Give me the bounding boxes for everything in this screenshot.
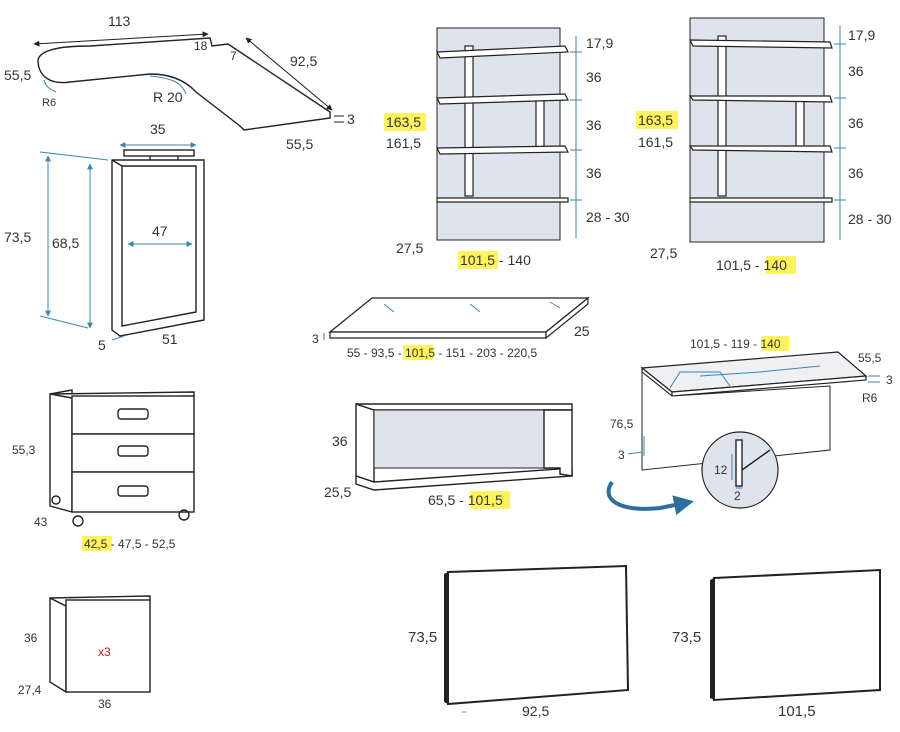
desk-top-length-right: 92,5 xyxy=(290,53,317,69)
glass-desk-panel-thickness: 3 xyxy=(618,448,625,462)
shelf-left-width-highlight: 101,5 xyxy=(460,252,495,268)
glass-desk-widths-pre: 101,5 - 119 - xyxy=(690,337,761,351)
panel-b-width: 101,5 xyxy=(778,703,816,720)
cabinet-height-outer: 73,5 xyxy=(4,229,31,245)
panel-a-drawing: 73,5 92,5 xyxy=(408,564,630,719)
shelf-right-width-other: 101,5 xyxy=(716,257,751,273)
cabinet-base: 5 xyxy=(98,337,106,353)
desk-top-width: 113 xyxy=(108,13,131,29)
drawer-unit-drawing: 55,3 43 42,5 - 47,5 - 52,5 xyxy=(12,389,195,551)
wall-shelf-depth: 25 xyxy=(574,323,590,339)
glass-desk-drawing: 101,5 - 119 - 140 55,5 3 R6 76,5 3 12 2 xyxy=(606,336,893,515)
desk-top-drawing: 113 55,5 R6 R 20 18 7 92,5 3 55,5 xyxy=(4,13,355,152)
shelf-right-width-sep: - xyxy=(751,257,763,273)
shelf-right-spacing-1: 36 xyxy=(848,63,864,79)
shelf-left-depth: 27,5 xyxy=(396,240,423,256)
desk-top-thickness: 3 xyxy=(347,111,355,127)
svg-text:101,5 - 140: 101,5 - 140 xyxy=(460,252,531,268)
cabinet-height-inner: 68,5 xyxy=(52,235,79,251)
desk-top-notch-a: 18 xyxy=(194,39,208,53)
shelf-right-height-alt: 161,5 xyxy=(638,134,673,150)
shelf-unit-left-drawing: 17,9 36 36 36 28 - 30 163,5 161,5 27,5 1… xyxy=(384,27,630,269)
wall-shelf-widths-highlight: 101,5 xyxy=(405,346,435,360)
desk-top-radius-small: R6 xyxy=(42,97,56,109)
shelf-right-spacing-bottom: 28 - 30 xyxy=(848,211,892,227)
cabinet-top-width: 35 xyxy=(150,121,166,137)
cabinet-depth: 51 xyxy=(162,331,178,347)
glass-desk-thickness-right: 3 xyxy=(886,373,893,387)
desk-top-depth-left: 55,5 xyxy=(4,67,31,83)
shelf-left-spacing-2: 36 xyxy=(586,117,602,133)
cabinet-inner-width: 47 xyxy=(152,223,168,239)
wall-shelf-widths-post: - 151 - 203 - 220,5 xyxy=(435,346,537,360)
shelf-right-width-highlight: 140 xyxy=(764,257,788,273)
panel-a-width: 92,5 xyxy=(522,703,549,719)
shelf-left-spacing-3: 36 xyxy=(586,165,602,181)
shelf-right-spacing-3: 36 xyxy=(848,165,864,181)
shelf-left-width-sep: - xyxy=(495,252,507,268)
glass-desk-depth: 55,5 xyxy=(858,351,882,365)
drawer-unit-widths-rest: - 47,5 - 52,5 xyxy=(107,537,175,551)
svg-text:101,5 - 140: 101,5 - 140 xyxy=(716,257,787,273)
open-box-height: 36 xyxy=(332,433,348,449)
open-box-drawing: 36 25,5 65,5 - 101,5 xyxy=(324,403,573,509)
shelf-right-spacing-2: 36 xyxy=(848,115,864,131)
cube-depth: 27,4 xyxy=(18,683,42,697)
shelf-left-spacing-1: 36 xyxy=(586,69,602,85)
cube-height: 36 xyxy=(24,631,38,645)
drawer-unit-height: 55,3 xyxy=(12,443,36,457)
shelf-unit-right-drawing: 17,9 36 36 36 28 - 30 163,5 161,5 27,5 1… xyxy=(636,17,892,274)
svg-text:42,5 - 47,5 - 52,5: 42,5 - 47,5 - 52,5 xyxy=(84,537,176,551)
shelf-right-height-highlight: 163,5 xyxy=(638,112,673,128)
shelf-left-spacing-bottom: 28 - 30 xyxy=(586,209,630,225)
cube-drawing: 36 27,4 36 x3 xyxy=(18,595,151,711)
drawer-unit-widths-highlight: 42,5 xyxy=(84,537,108,551)
shelf-left-height-highlight: 163,5 xyxy=(386,114,421,130)
drawer-unit-depth: 43 xyxy=(34,515,48,529)
wall-shelf-widths-pre: 55 - 93,5 - xyxy=(347,346,405,360)
svg-text:55 - 93,5 - 101,5 - 151 - 203: 55 - 93,5 - 101,5 - 151 - 203 - 220,5 xyxy=(347,346,537,360)
desk-top-notch-b: 7 xyxy=(230,49,237,63)
cube-width: 36 xyxy=(98,697,112,711)
shelf-right-spacing-top: 17,9 xyxy=(848,27,875,43)
open-box-widths-highlight: 101,5 xyxy=(468,492,503,508)
glass-desk-widths-highlight: 140 xyxy=(761,337,781,351)
glass-desk-height: 76,5 xyxy=(610,417,634,431)
shelf-left-spacing-top: 17,9 xyxy=(586,35,613,51)
desk-top-radius-large: R 20 xyxy=(153,89,183,105)
panel-b-height: 73,5 xyxy=(672,629,701,646)
shelf-left-width-other: 140 xyxy=(508,252,532,268)
glass-desk-radius: R6 xyxy=(862,391,878,405)
open-box-widths-pre: 65,5 - xyxy=(428,492,468,508)
svg-text:101,5 - 119 - 140: 101,5 - 119 - 140 xyxy=(690,337,781,351)
panel-a-height: 73,5 xyxy=(408,629,437,646)
wall-shelf-drawing: 3 25 55 - 93,5 - 101,5 - 151 - 203 - 220… xyxy=(312,296,590,360)
cube-quantity: x3 xyxy=(98,645,111,659)
glass-desk-detail-b: 2 xyxy=(734,489,741,503)
open-box-depth: 25,5 xyxy=(324,484,351,500)
cabinet-drawing: 35 73,5 68,5 47 5 51 xyxy=(4,121,205,353)
wall-shelf-thickness: 3 xyxy=(312,332,319,346)
desk-top-depth-right: 55,5 xyxy=(286,136,313,152)
shelf-right-depth: 27,5 xyxy=(650,245,677,261)
glass-desk-detail-a: 12 xyxy=(714,463,728,477)
shelf-left-height-alt: 161,5 xyxy=(386,135,421,151)
svg-text:65,5 - 101,5: 65,5 - 101,5 xyxy=(428,492,503,508)
panel-b-drawing: 73,5 101,5 xyxy=(672,568,881,720)
